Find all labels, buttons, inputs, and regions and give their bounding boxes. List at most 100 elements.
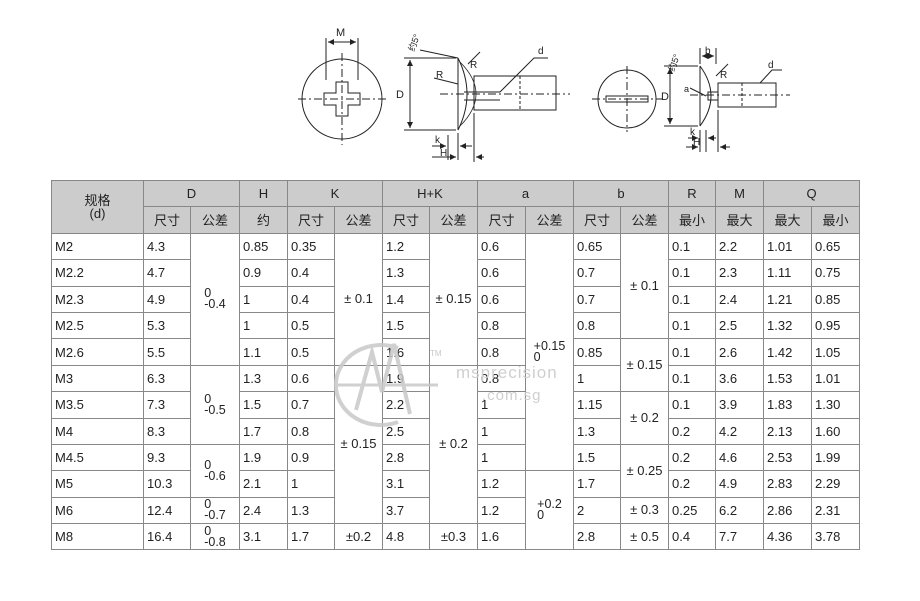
label-angle-right: 约5°: [666, 52, 682, 73]
header-q: Q: [763, 179, 860, 208]
cell-h: 0.85: [239, 232, 288, 261]
cell-hk-size: 1.9: [382, 364, 430, 393]
cell-b-tol: ± 0.1: [620, 232, 669, 340]
cell-q-max: 2.13: [763, 417, 812, 445]
subheader-hk-size: 尺寸: [382, 206, 430, 234]
cell-k-size: 0.5: [287, 338, 335, 366]
cell-r-min: 0.4: [668, 523, 716, 551]
cell-d-tol: 0-0.7: [190, 496, 240, 525]
cell-a-size: 0.8: [477, 364, 526, 393]
cell-hk-size: 1.2: [382, 232, 430, 261]
cell-h: 0.9: [239, 259, 288, 287]
cell-q-max: 2.86: [763, 496, 812, 525]
cell-q-min: 0.95: [811, 311, 860, 340]
cell-r-min: 0.1: [668, 232, 716, 261]
cell-d-size: 4.9: [143, 285, 191, 313]
cell-m-max: 2.4: [715, 285, 764, 313]
subheader-b-tol: 公差: [620, 206, 669, 234]
cell-r-min: 0.1: [668, 364, 716, 393]
cell-d-size: 4.7: [143, 259, 191, 287]
cell-h: 1.3: [239, 364, 288, 393]
cell-q-max: 2.83: [763, 470, 812, 498]
cell-hk-size: 2.8: [382, 443, 430, 472]
header-spec: 规格(d): [51, 180, 144, 234]
cell-hk-tol: ± 0.2: [429, 364, 478, 525]
cell-q-max: 1.01: [763, 232, 812, 261]
cell-k-size: 0.8: [287, 417, 335, 445]
cell-spec: M2.2: [51, 259, 144, 287]
cell-b-tol: ± 0.3: [620, 496, 669, 525]
cell-hk-size: 3.1: [382, 470, 430, 498]
cell-d-size: 9.3: [143, 443, 191, 472]
subheader-d-tol: 公差: [190, 206, 240, 234]
cell-hk-tol: ±0.3: [429, 523, 478, 551]
cell-q-min: 3.78: [811, 523, 860, 551]
cell-spec: M3: [51, 364, 144, 393]
cell-r-min: 0.25: [668, 496, 716, 525]
cell-h: 3.1: [239, 523, 288, 551]
table-row: M3.5 7.3 1.5 0.7 2.2 1 1.15 ± 0.2 0.1 3.…: [51, 391, 860, 445]
cell-b-size: 1.15: [573, 391, 621, 419]
cell-h: 1.5: [239, 391, 288, 419]
subheader-q-min: 最小: [811, 206, 860, 234]
label-d-upper-left: D: [396, 89, 404, 101]
cell-k-tol: ±0.2: [334, 523, 383, 551]
cell-d-size: 12.4: [143, 496, 191, 525]
table-row: M2.6 5.5 1.1 0.5 1.6 0.8 0.85 ± 0.15 0.1…: [51, 338, 860, 393]
cell-hk-size: 4.8: [382, 523, 430, 551]
cell-b-size: 0.8: [573, 311, 621, 340]
cell-a-size: 0.6: [477, 259, 526, 287]
table-row: M4 8.3 1.7 0.8 2.5 1 1.3 0.2 4.2 2.13 1.…: [51, 417, 860, 445]
cell-m-max: 3.9: [715, 391, 764, 419]
label-angle-left: 约5°: [406, 32, 422, 53]
cell-hk-size: 1.4: [382, 285, 430, 313]
cell-h: 1.9: [239, 443, 288, 472]
subheader-a-tol: 公差: [525, 206, 574, 234]
subheader-b-size: 尺寸: [573, 206, 621, 234]
label-d-upper-right: D: [661, 91, 669, 103]
slotted-screw-side-view: [664, 48, 790, 152]
cell-d-size: 7.3: [143, 391, 191, 419]
subheader-h-approx: 约: [239, 206, 288, 234]
cell-m-max: 4.6: [715, 443, 764, 472]
cell-d-size: 16.4: [143, 523, 191, 551]
cell-spec: M8: [51, 523, 144, 551]
label-a-right: a: [684, 84, 689, 94]
table-row: M3 6.3 0-0.5 1.3 0.6 ± 0.15 1.9 ± 0.2 0.…: [51, 364, 860, 525]
cell-d-size: 5.3: [143, 311, 191, 340]
header-m: M: [715, 179, 764, 208]
cell-hk-size: 1.3: [382, 259, 430, 287]
cell-d-size: 5.5: [143, 338, 191, 366]
cell-a-size: 1: [477, 443, 526, 472]
cell-q-min: 1.01: [811, 364, 860, 393]
cell-d-tol: 0-0.8: [190, 523, 240, 551]
cell-b-size: 0.7: [573, 285, 621, 313]
cell-k-tol: ± 0.1: [334, 232, 383, 366]
cell-h: 1: [239, 311, 288, 340]
cell-b-size: 0.85: [573, 338, 621, 366]
cell-b-size: 1.3: [573, 417, 621, 445]
table-row: M2.3 4.9 1 0.4 1.4 0.6 0.7 0.1 2.4 1.21 …: [51, 285, 860, 313]
cell-a-size: 1.6: [477, 523, 526, 551]
cell-h: 2.4: [239, 496, 288, 525]
subheader-hk-tol: 公差: [429, 206, 478, 234]
header-k: K: [287, 179, 383, 208]
cell-k-size: 0.5: [287, 311, 335, 340]
subheader-q-max: 最大: [763, 206, 812, 234]
cell-a-size: 0.8: [477, 311, 526, 340]
cell-q-min: 1.99: [811, 443, 860, 472]
cell-b-tol: ± 0.5: [620, 523, 669, 551]
cell-k-size: 0.7: [287, 391, 335, 419]
cell-q-max: 1.42: [763, 338, 812, 366]
header-row-top: 规格(d) D H K H+K a b R M Q: [51, 179, 860, 234]
cell-a-size: 1: [477, 391, 526, 419]
cell-r-min: 0.1: [668, 311, 716, 340]
cell-r-min: 0.1: [668, 259, 716, 287]
cell-q-max: 1.83: [763, 391, 812, 419]
cell-a-size: 0.6: [477, 232, 526, 261]
cell-m-max: 7.7: [715, 523, 764, 551]
label-m: M: [336, 27, 345, 39]
